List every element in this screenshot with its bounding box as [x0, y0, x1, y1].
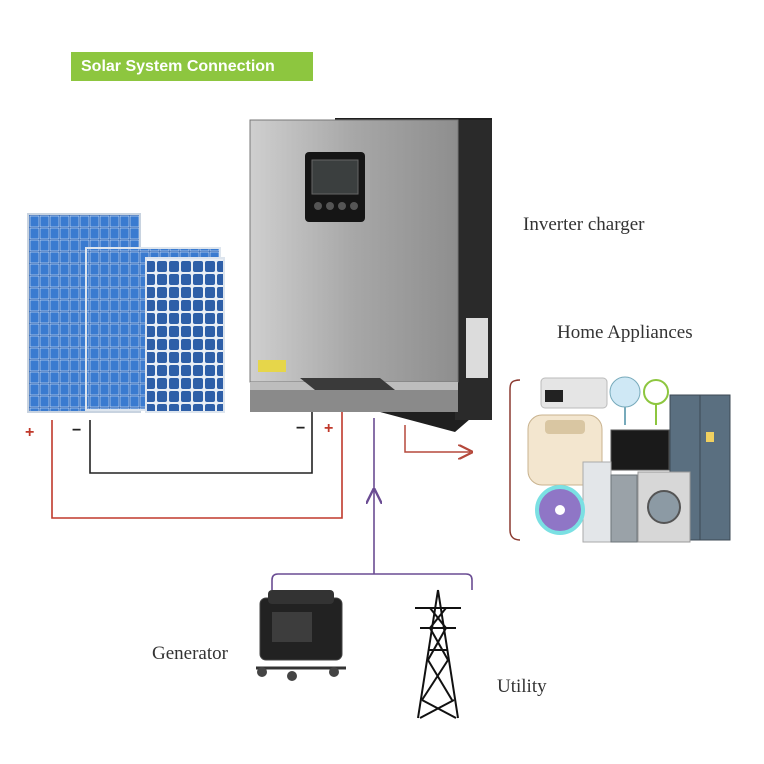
left-minus-sign: − — [72, 422, 82, 439]
generator-label: Generator — [152, 643, 228, 664]
right-minus-sign: − — [296, 420, 306, 437]
right-plus-sign: + — [324, 420, 334, 437]
appliances-label: Home Appliances — [557, 322, 693, 343]
utility-label: Utility — [497, 676, 547, 697]
dc-wiring — [51, 400, 343, 519]
solar-panel-icon — [27, 213, 225, 413]
generator-icon — [256, 590, 346, 681]
ac-output-wiring — [404, 379, 521, 541]
left-plus-sign: + — [25, 424, 35, 441]
transmission-tower-icon — [415, 589, 461, 719]
inverter-icon — [249, 118, 492, 432]
ac-input-wiring — [271, 418, 473, 590]
inverter-label: Inverter charger — [523, 214, 645, 235]
diagram-title: Solar System Connection — [71, 52, 313, 81]
appliances-icon — [527, 376, 731, 543]
